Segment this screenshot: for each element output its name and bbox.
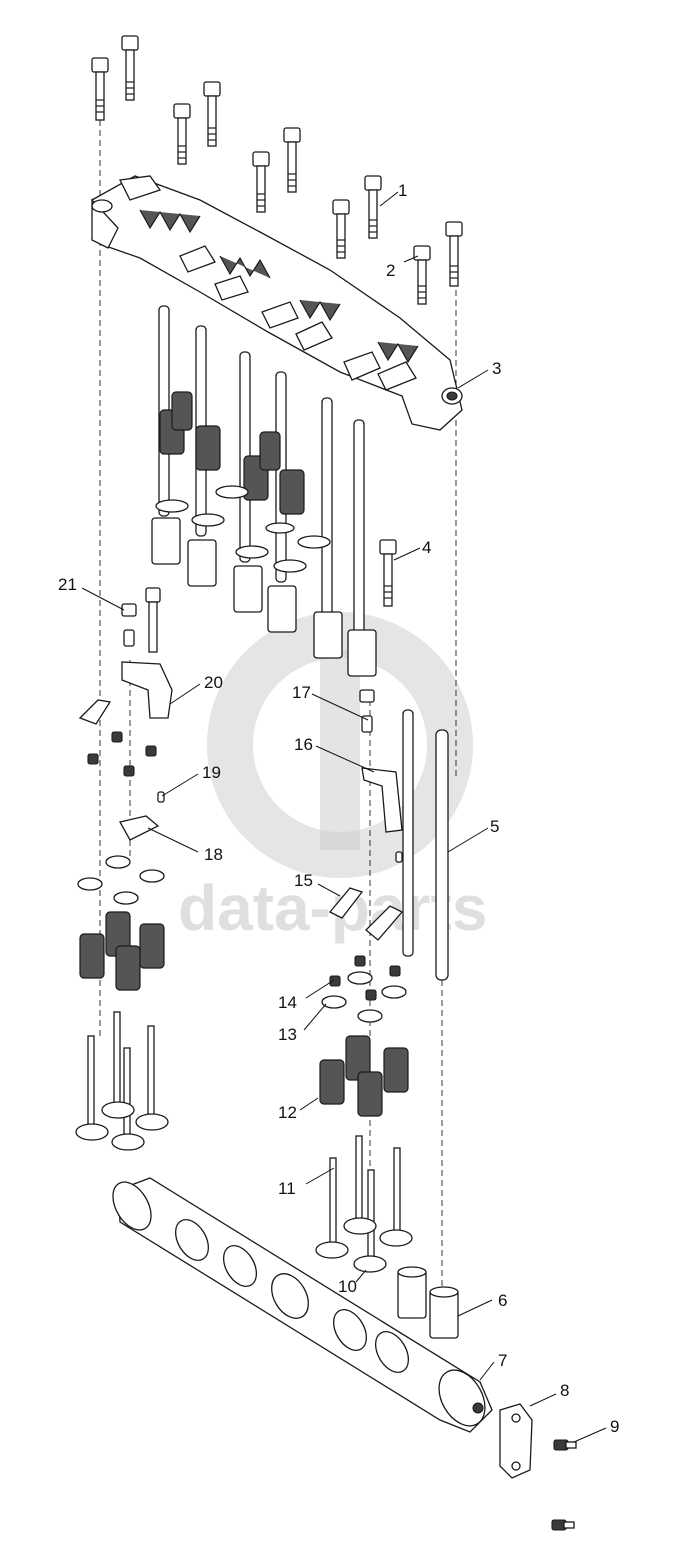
rocker-arm-assembly	[91, 175, 463, 431]
callout-7: 7	[498, 1351, 507, 1370]
callout-19: 19	[202, 763, 221, 782]
bolt-4	[203, 81, 221, 147]
camshaft-part-7	[112, 1177, 493, 1433]
rocker-arms	[119, 175, 417, 391]
thrust-plate-part-8	[499, 1403, 533, 1479]
bolt-part-4	[379, 539, 397, 607]
callout-15: 15	[294, 871, 313, 890]
callout-10: 10	[338, 1277, 357, 1296]
callout-labels: 1 2 3 4 5 6 7 8 9 10 11 12 13 14 15 16 1…	[58, 181, 619, 1436]
pushrods-part-5	[402, 709, 449, 981]
lower-left-valves	[75, 855, 169, 1151]
bolt-9	[413, 245, 431, 305]
bolt-7	[332, 199, 350, 259]
watermark-logo	[207, 612, 473, 878]
valve-heads-upper	[155, 485, 331, 573]
callout-3: 3	[492, 359, 501, 378]
bolt-6	[283, 127, 301, 193]
callout-9: 9	[610, 1417, 619, 1436]
callout-8: 8	[560, 1381, 569, 1400]
callout-13: 13	[278, 1025, 297, 1044]
right-bracket-group	[328, 689, 404, 941]
rocker-springs	[139, 209, 419, 364]
callout-11: 11	[278, 1179, 296, 1198]
bolt-3	[173, 103, 191, 165]
callout-16: 16	[294, 735, 313, 754]
bolt-5	[252, 151, 270, 213]
left-bracket-group	[78, 587, 173, 841]
callout-4: 4	[422, 538, 431, 557]
callout-1: 1	[398, 181, 407, 200]
callout-21: 21	[58, 575, 77, 594]
bolt-10	[445, 221, 463, 287]
springs-upper	[159, 391, 305, 515]
bolt-8	[364, 175, 382, 239]
callout-2: 2	[386, 261, 395, 280]
lifters-upper	[151, 517, 377, 677]
upper-valve-cluster	[151, 305, 377, 677]
callout-6: 6	[498, 1291, 507, 1310]
lower-right-valves	[315, 955, 413, 1273]
lifters-part-6	[397, 1266, 459, 1339]
callout-5: 5	[490, 817, 499, 836]
callout-14: 14	[278, 993, 297, 1012]
callout-20: 20	[204, 673, 223, 692]
callout-18: 18	[204, 845, 223, 864]
screws-part-9	[551, 1439, 577, 1531]
bolt-2	[121, 35, 139, 101]
bolt-1	[91, 57, 109, 121]
rocker-bolts	[91, 35, 463, 305]
callout-leaders	[81, 191, 607, 1443]
callout-12: 12	[278, 1103, 297, 1122]
callout-17: 17	[292, 683, 311, 702]
